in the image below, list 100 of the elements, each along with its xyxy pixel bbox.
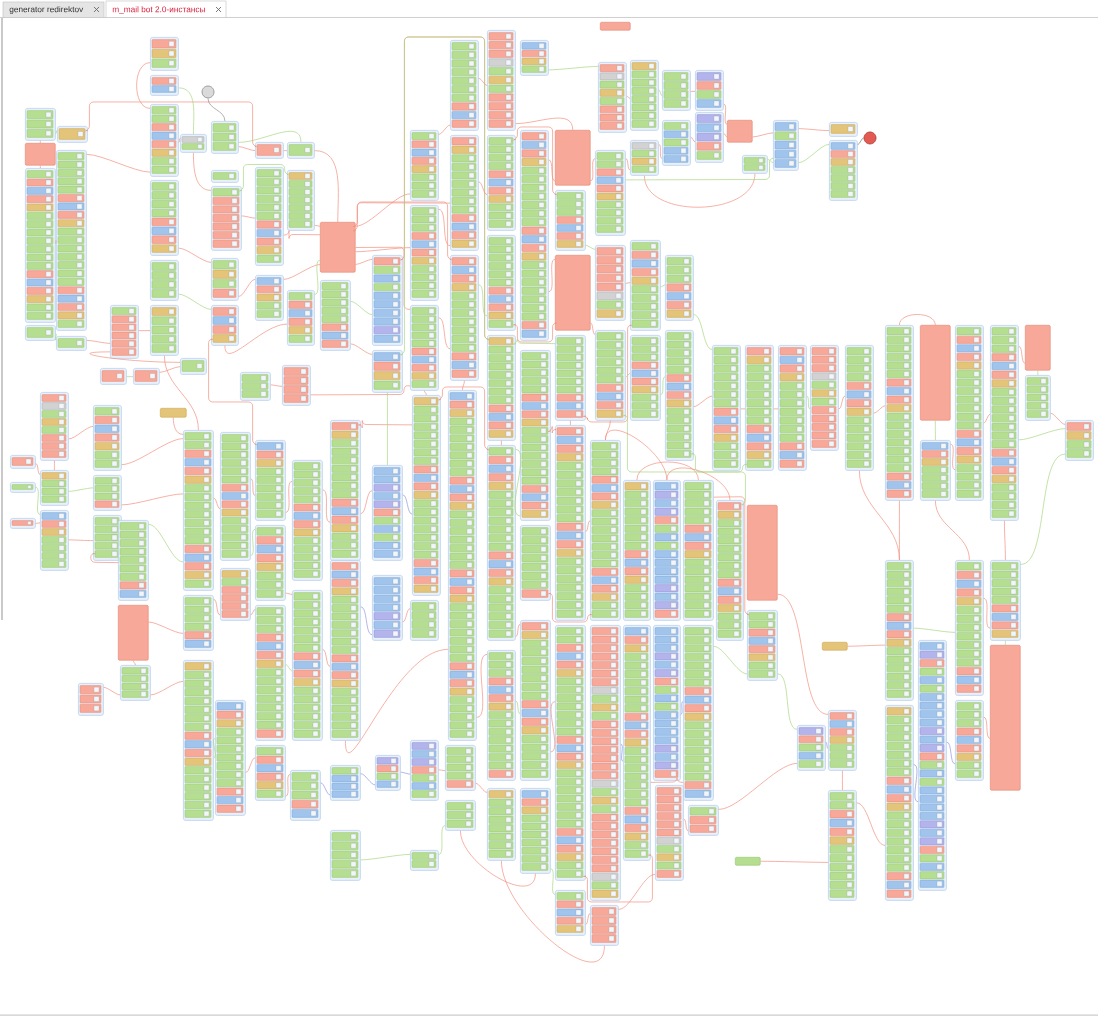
block-group — [211, 186, 242, 251]
block-group — [885, 705, 914, 901]
block-group — [487, 30, 516, 131]
connector — [515, 700, 521, 714]
connector — [224, 323, 288, 354]
block-group — [955, 325, 984, 501]
connector — [777, 593, 829, 715]
connector — [460, 830, 536, 887]
connector — [55, 130, 58, 134]
connector — [478, 181, 488, 195]
block-group — [1025, 375, 1051, 421]
block-group — [110, 305, 139, 359]
block-group — [287, 142, 315, 159]
connector — [103, 687, 121, 696]
block-group — [590, 905, 619, 946]
block-group — [255, 275, 284, 321]
block-group — [25, 107, 56, 141]
action-block — [160, 408, 187, 418]
block-group — [520, 525, 551, 601]
connector — [760, 860, 829, 863]
block-group — [716, 500, 744, 641]
block-group — [40, 510, 69, 571]
block-group — [220, 432, 251, 561]
connector — [353, 201, 452, 260]
connector — [620, 743, 624, 762]
connector — [478, 284, 488, 317]
connector — [310, 385, 411, 396]
connector — [314, 225, 321, 227]
connector — [207, 98, 226, 122]
block-group — [828, 790, 857, 901]
block-group — [150, 37, 179, 71]
block-group — [10, 482, 36, 493]
connector — [360, 773, 376, 786]
action-block — [25, 143, 56, 166]
connector — [424, 390, 427, 396]
connector — [723, 103, 728, 125]
connector — [345, 649, 449, 754]
block-group — [282, 365, 311, 406]
block-group — [133, 368, 160, 385]
connector — [857, 137, 864, 145]
action-block — [1025, 325, 1051, 371]
block-group — [150, 74, 179, 96]
connector — [1037, 370, 1039, 376]
block-group — [100, 368, 127, 385]
block-group — [10, 518, 36, 529]
block-group — [683, 480, 714, 621]
block-group — [290, 770, 321, 821]
block-group — [688, 805, 719, 836]
block-group — [662, 69, 691, 111]
block-group — [255, 142, 284, 159]
connector — [590, 322, 596, 335]
connector — [644, 173, 756, 208]
block-group — [240, 372, 271, 401]
block-group — [665, 255, 694, 321]
connector — [680, 701, 684, 715]
connector — [660, 284, 666, 288]
block-group — [630, 140, 659, 176]
block-group — [56, 336, 87, 351]
connector — [548, 592, 592, 623]
action-block — [822, 642, 848, 651]
connector — [132, 660, 136, 666]
connector — [320, 782, 331, 796]
connector — [501, 860, 605, 963]
block-group — [375, 755, 401, 791]
connector — [285, 664, 293, 672]
block-group — [78, 683, 104, 716]
connector — [693, 395, 713, 407]
connector — [89, 351, 181, 363]
connector — [1020, 453, 1066, 565]
block-group — [828, 710, 857, 771]
connector — [585, 520, 591, 532]
block-group — [330, 765, 361, 801]
connector — [690, 91, 696, 92]
block-group — [655, 785, 684, 881]
connector — [983, 598, 991, 629]
connector — [126, 376, 134, 377]
action-block — [990, 645, 1021, 791]
connector — [283, 264, 321, 280]
block-group — [595, 330, 626, 421]
block-group — [211, 170, 239, 183]
connector — [172, 417, 184, 435]
connector — [213, 599, 221, 616]
connector — [658, 89, 663, 96]
connector — [873, 405, 886, 414]
connector — [752, 132, 774, 138]
connector — [193, 152, 212, 191]
connector — [360, 854, 411, 861]
connector — [605, 420, 611, 441]
block-group — [885, 325, 914, 501]
connector — [548, 159, 556, 182]
connector — [625, 158, 774, 181]
block-group — [410, 205, 439, 301]
connector — [983, 716, 991, 739]
block-group — [745, 345, 774, 471]
connector — [438, 769, 446, 771]
connector — [352, 202, 451, 232]
connector — [283, 150, 288, 151]
block-group — [590, 625, 621, 901]
block-group — [57, 125, 88, 143]
block-group — [255, 440, 286, 521]
